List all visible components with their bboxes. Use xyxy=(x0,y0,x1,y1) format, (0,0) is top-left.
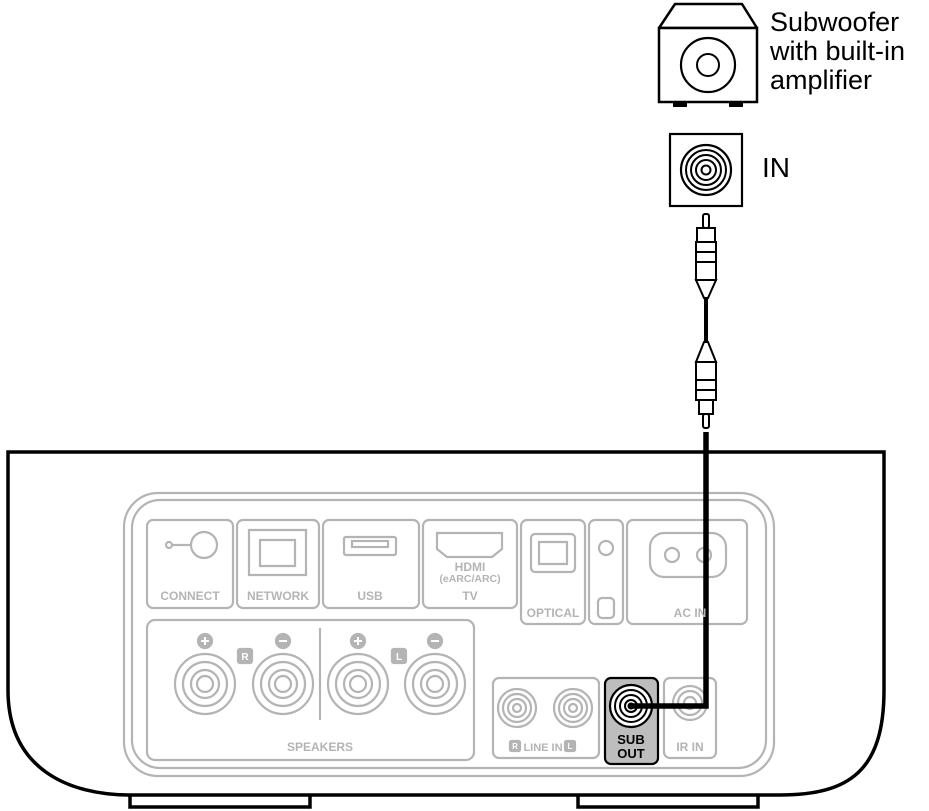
line-in-label: LINE IN xyxy=(523,742,562,754)
ir-in-label: IR IN xyxy=(676,740,703,754)
network-label: NETWORK xyxy=(247,589,309,603)
subwoofer-in-label: IN xyxy=(762,152,790,183)
subwoofer-label: Subwoofer with built-in amplifier xyxy=(770,8,905,95)
subwoofer-label-line-1: Subwoofer xyxy=(770,7,900,37)
ac-in-label: AC IN xyxy=(674,606,707,620)
speakers-label: SPEAKERS xyxy=(287,740,353,754)
line-in-jacks xyxy=(496,687,594,753)
subwoofer-label-line-2: with built-in xyxy=(770,36,906,66)
sub-out-label-1: SUB xyxy=(617,732,644,747)
hdmi-label: HDMI xyxy=(455,560,486,574)
usb-label: USB xyxy=(357,589,383,603)
hdmi-sub-label: (eARC/ARC) xyxy=(439,573,500,585)
optical-label: OPTICAL xyxy=(527,606,580,620)
sub-out-label-2: OUT xyxy=(617,746,645,761)
cable-to-sub-out xyxy=(631,432,709,709)
tv-label: TV xyxy=(462,589,477,603)
line-in-r-label: R xyxy=(512,742,518,751)
subwoofer-label-line-3: amplifier xyxy=(770,65,873,95)
rca-cable[interactable] xyxy=(694,213,718,429)
line-in-l-label: L xyxy=(568,742,573,751)
sub-out-jack[interactable] xyxy=(603,676,660,766)
rear-panel xyxy=(122,491,776,778)
speaker-terminals xyxy=(173,632,467,716)
speaker-r-label: R xyxy=(241,652,249,663)
subwoofer-illustration xyxy=(657,2,759,107)
connect-label: CONNECT xyxy=(160,589,220,603)
speaker-l-label: L xyxy=(396,652,402,663)
subwoofer-in-jack[interactable] xyxy=(668,132,744,208)
